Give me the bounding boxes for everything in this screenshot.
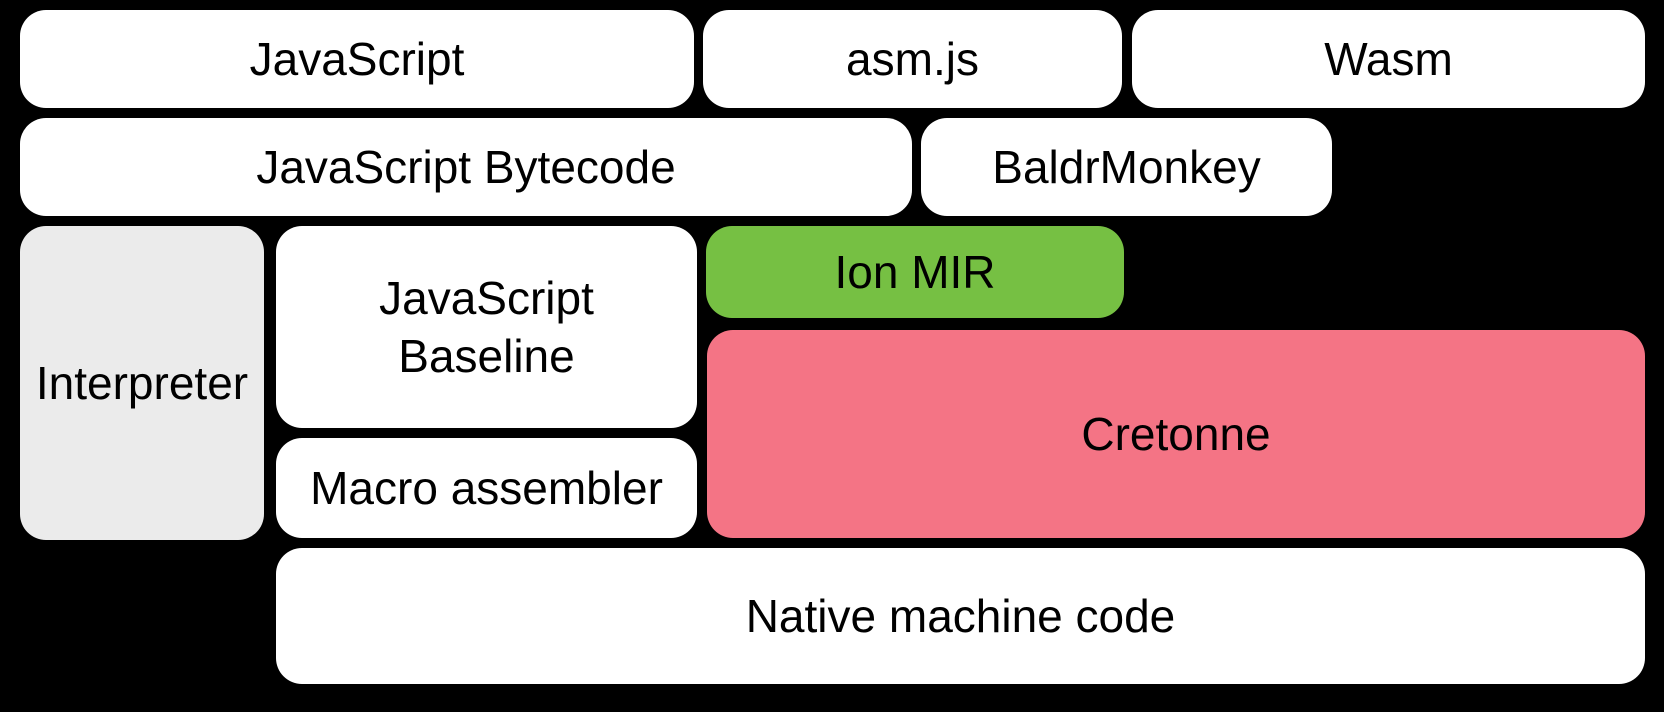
box-javascript-bytecode: JavaScript Bytecode: [20, 118, 912, 216]
box-cretonne: Cretonne: [707, 330, 1645, 538]
box-macro-assembler: Macro assembler: [276, 438, 697, 538]
box-wasm: Wasm: [1132, 10, 1645, 108]
box-javascript-baseline: JavaScript Baseline: [276, 226, 697, 428]
box-ion-mir: Ion MIR: [706, 226, 1124, 318]
box-asm-js: asm.js: [703, 10, 1122, 108]
box-baldrmonkey: BaldrMonkey: [921, 118, 1332, 216]
box-interpreter: Interpreter: [20, 226, 264, 540]
box-native-machine-code: Native machine code: [276, 548, 1645, 684]
box-javascript: JavaScript: [20, 10, 694, 108]
